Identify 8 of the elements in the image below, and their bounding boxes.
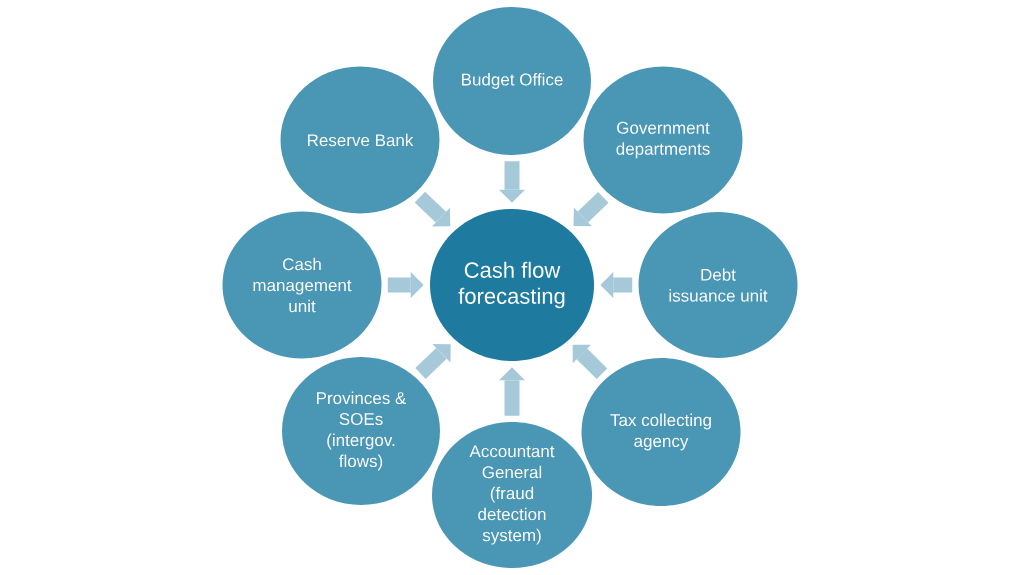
block-arrow — [572, 344, 608, 380]
block-arrow — [573, 191, 609, 227]
block-arrow — [499, 161, 525, 203]
block-arrow — [499, 367, 525, 416]
block-arrow — [414, 191, 451, 227]
block-arrow — [415, 343, 451, 379]
block-arrow — [387, 272, 424, 298]
block-arrow — [600, 272, 633, 298]
